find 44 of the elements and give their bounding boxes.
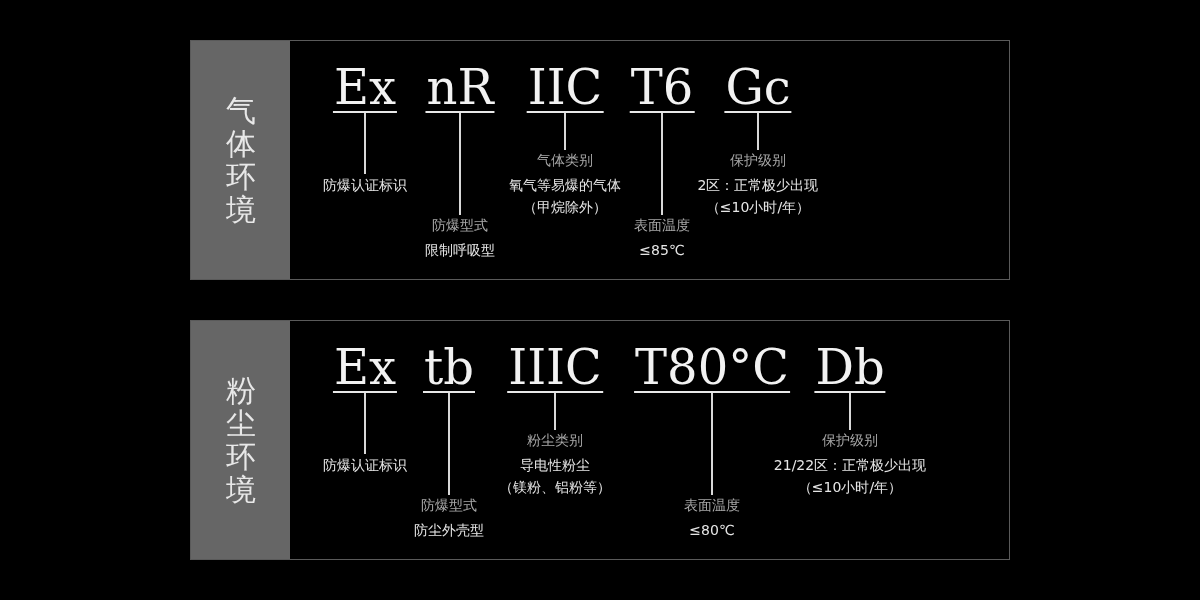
leader-line [564, 112, 566, 151]
marking-code: T80°C [634, 343, 790, 393]
description-heading: 粉尘类别 [527, 431, 583, 450]
description-text: 2区：正常极少出现（≤10小时/年） [696, 176, 820, 217]
panel-frame [190, 40, 1010, 280]
marking-code: IIIC [507, 343, 603, 393]
leader-line [711, 392, 713, 496]
description-text: ≤80℃ [689, 521, 735, 540]
leader-line [554, 392, 556, 431]
panel-frame [190, 320, 1010, 560]
description-heading: 防爆型式 [432, 216, 488, 235]
marking-code: Ex [332, 343, 398, 393]
band-title: 气体环境 [225, 94, 256, 226]
leader-line [459, 112, 461, 216]
description-heading: 表面温度 [634, 216, 690, 235]
description-heading: 保护级别 [730, 151, 786, 170]
marking-code: T6 [629, 63, 695, 113]
leader-line [849, 392, 851, 431]
description-text: ≤85℃ [639, 241, 685, 260]
marking-code: IIC [526, 63, 604, 113]
marking-code: Ex [332, 63, 398, 113]
band-title: 粉尘环境 [225, 374, 256, 506]
marking-code: Db [814, 343, 886, 393]
description-text: 防尘外壳型 [414, 521, 484, 540]
description-text: 导电性粉尘（镁粉、铝粉等） [499, 456, 611, 497]
description-heading: 防爆型式 [421, 496, 477, 515]
leader-line [364, 112, 366, 175]
marking-code: Gc [724, 63, 792, 113]
description-heading: 气体类别 [537, 151, 593, 170]
marking-code: tb [423, 343, 475, 393]
leader-line [757, 112, 759, 151]
leader-line [661, 112, 663, 216]
description-heading: 保护级别 [822, 431, 878, 450]
description-text: 限制呼吸型 [425, 241, 495, 260]
description-text: 防爆认证标识 [323, 174, 407, 196]
side-band [191, 41, 290, 279]
description-text: 氧气等易爆的气体（甲烷除外） [509, 176, 621, 217]
description-heading: 表面温度 [684, 496, 740, 515]
leader-line [364, 392, 366, 455]
marking-code: nR [425, 63, 495, 113]
side-band [191, 321, 290, 559]
leader-line [448, 392, 450, 496]
description-text: 21/22区：正常极少出现（≤10小时/年） [773, 456, 927, 497]
description-text: 防爆认证标识 [323, 454, 407, 476]
